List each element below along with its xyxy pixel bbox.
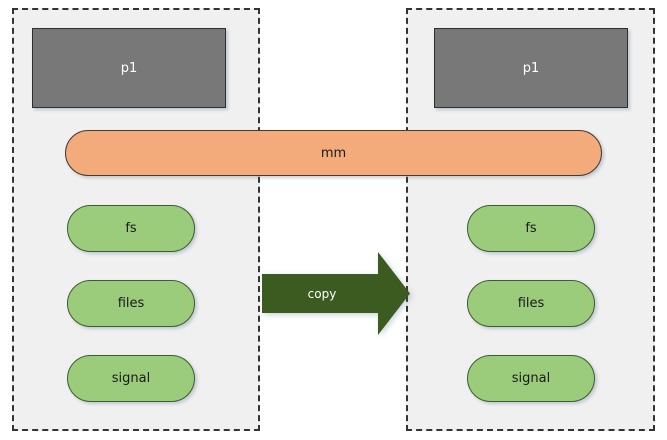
destination-resource-files[interactable]: files bbox=[467, 280, 595, 327]
source-process-box[interactable]: p1 bbox=[32, 28, 226, 108]
source-resource-files[interactable]: files bbox=[67, 280, 195, 327]
source-process-label: p1 bbox=[120, 60, 138, 76]
destination-resource-signal-label: signal bbox=[511, 371, 551, 386]
shared-memory-pill[interactable]: mm bbox=[65, 130, 602, 176]
destination-resource-files-label: files bbox=[517, 296, 545, 311]
copy-arrow-icon[interactable] bbox=[262, 252, 410, 335]
source-resource-signal-label: signal bbox=[111, 371, 151, 386]
source-resource-files-label: files bbox=[117, 296, 145, 311]
destination-resource-fs[interactable]: fs bbox=[467, 205, 595, 252]
source-resource-fs-label: fs bbox=[125, 221, 137, 236]
source-resource-fs[interactable]: fs bbox=[67, 205, 195, 252]
destination-resource-fs-label: fs bbox=[525, 221, 537, 236]
destination-process-label: p1 bbox=[522, 60, 540, 76]
destination-resource-signal[interactable]: signal bbox=[467, 355, 595, 402]
destination-process-box[interactable]: p1 bbox=[434, 28, 628, 108]
shared-memory-label: mm bbox=[320, 145, 347, 161]
source-resource-signal[interactable]: signal bbox=[67, 355, 195, 402]
